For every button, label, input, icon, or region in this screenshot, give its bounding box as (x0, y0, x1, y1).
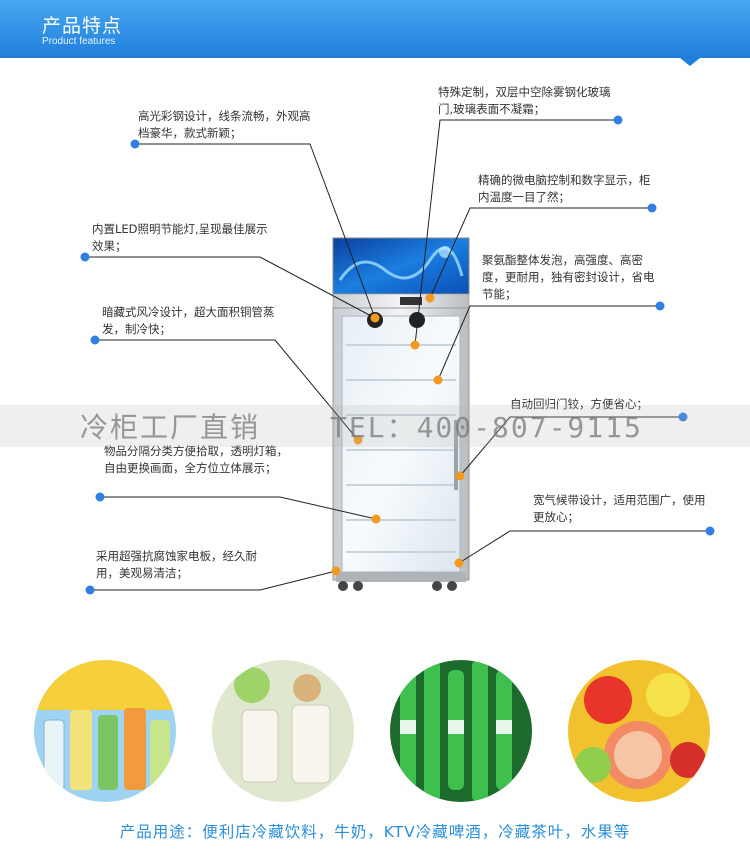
fridge-illustration (332, 237, 470, 591)
header-banner: 产品特点 Product features (0, 0, 750, 66)
usage-caption: 产品用途：便利店冷藏饮料，牛奶，KTV冷藏啤酒，冷藏茶叶，水果等 (119, 823, 631, 841)
callout-dot (95, 492, 105, 502)
fridge-point-dot (454, 558, 464, 568)
section-title: 产品特点 (42, 15, 123, 37)
photo-milk (212, 660, 354, 802)
callout-lines (80, 115, 715, 595)
watermark-phone: TEL：400-807-9115 (330, 411, 643, 444)
fridge-point-dot (331, 566, 341, 576)
watermark-text: 冷柜工厂直销 (80, 411, 261, 444)
feature-control: 精确的微电脑控制和数字显示，柜内温度一目了然； (478, 173, 651, 204)
fridge-point-dot (425, 293, 435, 303)
watermark-band (0, 405, 750, 447)
feature-steel: 高光彩钢设计，线条流畅，外观高档豪华，款式新颖； (138, 109, 311, 140)
callout-dot (90, 335, 100, 345)
callout-dot (678, 412, 688, 422)
fridge-point-dot (371, 514, 381, 524)
feature-led: 内置LED照明节能灯,呈现最佳展示效果； (92, 222, 268, 253)
fridge-point-dot (455, 471, 465, 481)
feature-panel: 采用超强抗腐蚀家电板，经久耐用，美观易清洁； (96, 549, 257, 580)
photo-drinks (34, 660, 176, 802)
section-subtitle: Product features (42, 36, 116, 47)
feature-gasket: 宽气候带设计，适用范围广，使用更放心； (533, 493, 706, 524)
feature-glass: 特殊定制，双层中空除雾钢化玻璃门,玻璃表面不凝霜； (438, 85, 611, 116)
callout-dot (80, 252, 90, 262)
callout-dot (655, 301, 665, 311)
photo-fruit (568, 660, 710, 802)
callout-dot (130, 139, 140, 149)
fridge-point-dot (433, 375, 443, 385)
callout-dot (705, 526, 715, 536)
fridge-point-dot (370, 313, 380, 323)
photo-beer (390, 660, 532, 802)
feature-shelf: 物品分隔分类方便拾取，透明灯箱，自由更换画面，全方位立体展示； (104, 444, 288, 475)
feature-aircool: 暗藏式风冷设计，超大面积铜管蒸发，制冷快； (102, 305, 275, 336)
feature-hinge: 自动回归门铰，方便省心； (510, 397, 648, 411)
callout-dot (647, 203, 657, 213)
callout-dot (613, 115, 623, 125)
fridge-point-dot (353, 435, 363, 445)
feature-foam: 聚氨酯整体发泡，高强度、高密度，更耐用，独有密封设计，省电节能； (482, 253, 655, 301)
fridge-point-dot (410, 340, 420, 350)
banner-background (0, 0, 750, 66)
callout-dot (85, 585, 95, 595)
